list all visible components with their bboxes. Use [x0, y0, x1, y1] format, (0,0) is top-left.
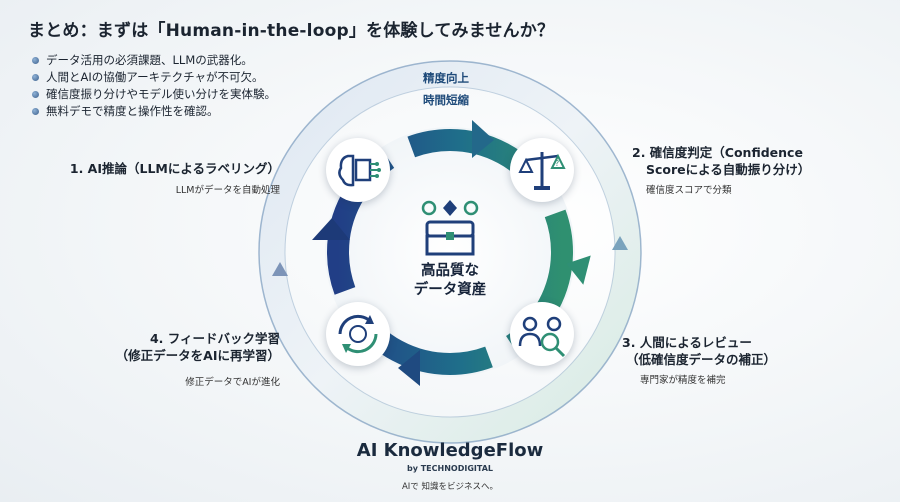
svg-text:?: ? — [555, 159, 559, 168]
step3-desc: 専門家が精度を補完 — [640, 375, 726, 386]
outer-arrow-right-icon — [612, 236, 628, 250]
center-label-line2: データ資産 — [413, 282, 487, 298]
cycle-arrow-top-icon — [472, 120, 494, 158]
step4-title: 4. フィードバック学習 （修正データをAIに再学習） — [115, 331, 280, 363]
brain-cycle-icon — [338, 314, 378, 354]
bullet-dot-icon — [32, 108, 39, 115]
bullet-dot-icon — [32, 74, 39, 81]
step3-node — [510, 302, 574, 366]
outer-ring-edge — [258, 60, 642, 444]
brand-by: by TECHNODIGITAL — [407, 464, 493, 473]
outer-ring-band — [259, 61, 641, 443]
cycle-arrow-bottom-icon — [398, 350, 420, 386]
cycle-arrow-left-icon — [312, 218, 350, 240]
bullet-item: 人間とAIの協働アーキテクチャが不可欠。 — [32, 69, 276, 86]
bullet-item: 確信度振り分けやモデル使い分けを実体験。 — [32, 86, 276, 103]
treasure-chest-gear-icon — [421, 200, 479, 256]
step2-title: 2. 確信度判定（Confidence Scoreによる自動振り分け） — [632, 145, 811, 177]
people-review-magnifier-icon — [518, 316, 566, 358]
ai-brain-chip-icon — [338, 154, 381, 187]
bullet-item: データ活用の必須課題、LLMの武器化。 — [32, 52, 276, 69]
outer-label-accuracy: 精度向上 — [423, 71, 469, 85]
step1-node — [326, 138, 390, 202]
bullet-item: 無料デモで精度と操作性を確認。 — [32, 103, 276, 120]
step3-title: 3. 人間によるレビュー （低確信度データの補正） — [622, 335, 777, 367]
step4-node — [326, 302, 390, 366]
brand-name: AI KnowledgeFlow — [356, 440, 544, 461]
outer-label-time: 時間短縮 — [423, 93, 469, 107]
inner-cycle-track — [327, 129, 573, 375]
center-label-line1: 高品質な — [421, 263, 479, 279]
bullet-dot-icon — [32, 91, 39, 98]
step4-desc: 修正データでAIが進化 — [185, 377, 280, 388]
outer-ring-inner-edge — [284, 86, 616, 418]
step2-node: ? — [510, 138, 574, 202]
balance-scale-icon: ? — [518, 152, 566, 190]
bullet-dot-icon — [32, 57, 39, 64]
step1-desc: LLMがデータを自動処理 — [175, 185, 280, 196]
page-title: まとめ：まずは「Human-in-the-loop」を体験してみませんか？ — [28, 21, 555, 41]
center-label: 高品質な データ資産 — [395, 262, 505, 300]
cycle-arrow-right-icon — [566, 255, 591, 285]
outer-arrow-left-icon — [272, 262, 288, 276]
step1-title: 1. AI推論（LLMによるラベリング） — [69, 161, 280, 176]
summary-bullets: データ活用の必須課題、LLMの武器化。 人間とAIの協働アーキテクチャが不可欠。… — [32, 52, 276, 120]
brand-tagline: AIで 知識をビジネスへ。 — [401, 482, 499, 492]
step2-desc: 確信度スコアで分類 — [646, 185, 732, 196]
center-disc — [325, 127, 575, 377]
